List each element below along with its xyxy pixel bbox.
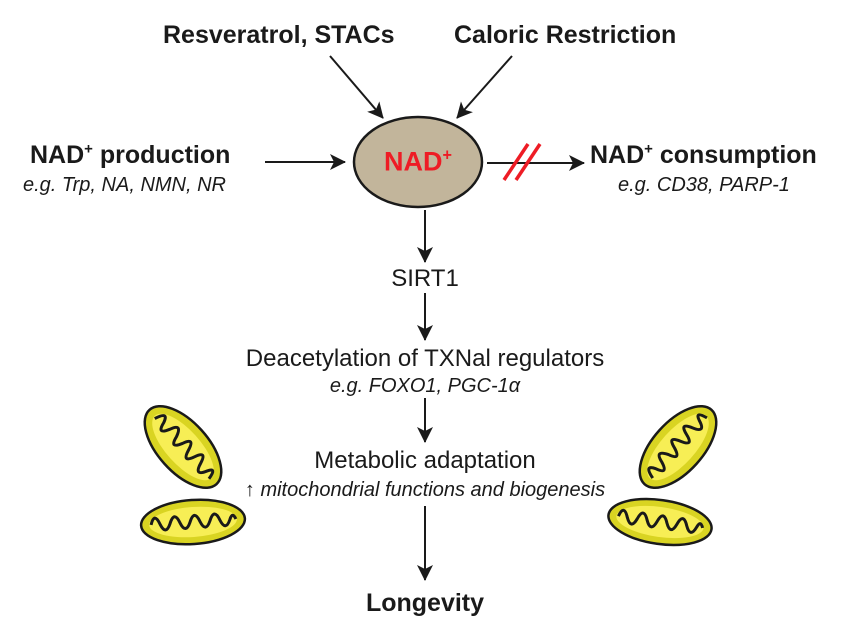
mitochondrion-icon <box>607 497 713 547</box>
longevity-label: Longevity <box>365 589 485 617</box>
mitochondrion-icon <box>143 405 223 489</box>
sirt1-label: SIRT1 <box>391 265 459 292</box>
nad-production-examples: e.g. Trp, NA, NMN, NR <box>23 174 226 196</box>
stacs-label: Resveratrol, STACs <box>163 21 395 49</box>
mitochondrial-functions-label: ↑ mitochondrial functions and biogenesis <box>244 479 606 501</box>
deacetylation-examples: e.g. FOXO1, PGC-1α <box>329 375 521 397</box>
nad-production-title: NAD+ production <box>30 140 231 169</box>
nad-node <box>352 115 484 209</box>
metabolic-adaptation-label: Metabolic adaptation <box>314 447 536 474</box>
arrow-stacs-to-nad <box>329 55 384 119</box>
caloric-restriction-label: Caloric Restriction <box>454 21 677 49</box>
nad-consumption-title: NAD+ consumption <box>590 140 817 169</box>
nad-consumption-examples: e.g. CD38, PARP-1 <box>618 174 790 196</box>
inhibition-mark <box>502 143 542 181</box>
mitochondrion-icon <box>139 498 247 546</box>
deacetylation-label: Deacetylation of TXNal regulators <box>245 345 605 372</box>
up-arrow-icon: ↑ <box>244 479 255 501</box>
nad-center-label: NAD+ <box>384 146 452 177</box>
mitochondrion-icon <box>638 405 718 489</box>
arrow-caloric-to-nad <box>456 55 513 119</box>
